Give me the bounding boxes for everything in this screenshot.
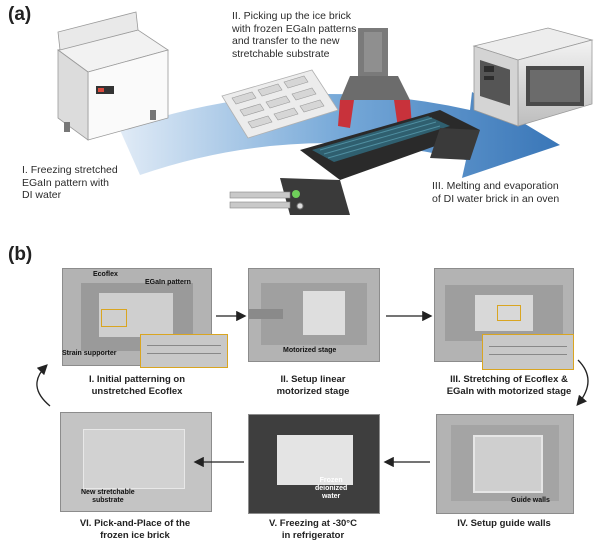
process-flow-arrow xyxy=(120,92,560,178)
photo-step-2: Motorized stage xyxy=(248,268,380,362)
egain-pattern-label: EGaIn pattern xyxy=(145,279,191,286)
panel-a-illustration xyxy=(57,11,594,215)
step-3-line: of DI water brick in an oven xyxy=(432,192,560,205)
step-2-line: with frozen EGaIn patterns xyxy=(232,22,357,35)
caption-step-3: III. Stretching of Ecoflex & EGaIn with … xyxy=(434,374,584,397)
arrow-3-to-4 xyxy=(576,359,589,406)
caption-line: III. Stretching of Ecoflex & xyxy=(450,374,568,385)
photo-step-5: Frozen deionized water xyxy=(248,414,380,514)
highlight-box xyxy=(101,309,127,327)
step-2-line: II. Picking up the ice brick xyxy=(232,10,352,22)
caption-line: V. Freezing at -30°C xyxy=(269,518,357,529)
caption-line: VI. Pick-and-Place of the xyxy=(79,518,191,529)
highlight-box xyxy=(497,305,521,321)
caption-line: frozen ice brick xyxy=(100,529,170,541)
caption-line: in refrigerator xyxy=(281,529,345,541)
caption-step-4: IV. Setup guide walls xyxy=(436,518,572,530)
arrow-6-to-1 xyxy=(36,364,51,407)
guide-walls-label: Guide walls xyxy=(511,497,550,504)
ecoflex-sheet xyxy=(99,293,173,337)
stage-and-gripper xyxy=(229,28,480,215)
step-3-label: III. Melting and evaporation of DI water… xyxy=(432,180,559,205)
zoom-inset-1 xyxy=(140,334,228,368)
new-substrate-line: substrate xyxy=(92,497,124,504)
step-3-line: III. Melting and evaporation xyxy=(432,180,559,192)
photo-step-6: New stretchable substrate xyxy=(60,412,212,512)
step-2-line: stretchable substrate xyxy=(232,47,330,60)
caption-step-2: II. Setup linear motorized stage xyxy=(240,374,386,397)
zoom-inset-3 xyxy=(482,334,574,370)
caption-step-1: I. Initial patterning on unstretched Eco… xyxy=(54,374,220,397)
ecoflex-label: Ecoflex xyxy=(93,271,118,278)
step-2-line: and transfer to the new xyxy=(232,35,340,47)
frozen-water-line: water xyxy=(321,493,341,500)
caption-line: IV. Setup guide walls xyxy=(457,518,551,529)
step-2-label: II. Picking up the ice brick with frozen… xyxy=(232,10,356,60)
new-substrate-label: New stretchable substrate xyxy=(81,489,135,505)
patterned-sheet xyxy=(221,69,339,139)
caption-line: EGaIn with motorized stage xyxy=(446,385,572,397)
process-arrows xyxy=(36,310,589,468)
step-1-line: EGaIn pattern with xyxy=(22,176,109,189)
freezer-illustration xyxy=(57,11,169,141)
photo-step-4: Guide walls xyxy=(436,414,574,514)
panel-b-label: (b) xyxy=(8,244,33,265)
caption-line: II. Setup linear xyxy=(280,374,346,385)
step-1-line: I. Freezing stretched xyxy=(22,164,118,176)
caption-line: I. Initial patterning on xyxy=(88,374,186,385)
new-substrate-line: New stretchable xyxy=(81,489,135,496)
caption-step-6: VI. Pick-and-Place of the frozen ice bri… xyxy=(54,518,216,541)
step-1-label: I. Freezing stretched EGaIn pattern with… xyxy=(22,164,118,202)
oven-illustration xyxy=(472,27,594,127)
caption-line: unstretched Ecoflex xyxy=(91,385,183,397)
step-1-line: DI water xyxy=(22,189,62,201)
caption-line: motorized stage xyxy=(276,385,350,397)
caption-step-5: V. Freezing at -30°C in refrigerator xyxy=(240,518,386,541)
frozen-water-line: deionized xyxy=(315,485,348,492)
motorized-stage-label: Motorized stage xyxy=(283,347,337,354)
frozen-water-line: Frozen xyxy=(319,477,343,484)
frozen-water-label: Frozen deionized water xyxy=(315,477,347,501)
panel-a-label: (a) xyxy=(8,4,32,25)
strain-supporter-label: Strain supporter xyxy=(62,350,117,357)
